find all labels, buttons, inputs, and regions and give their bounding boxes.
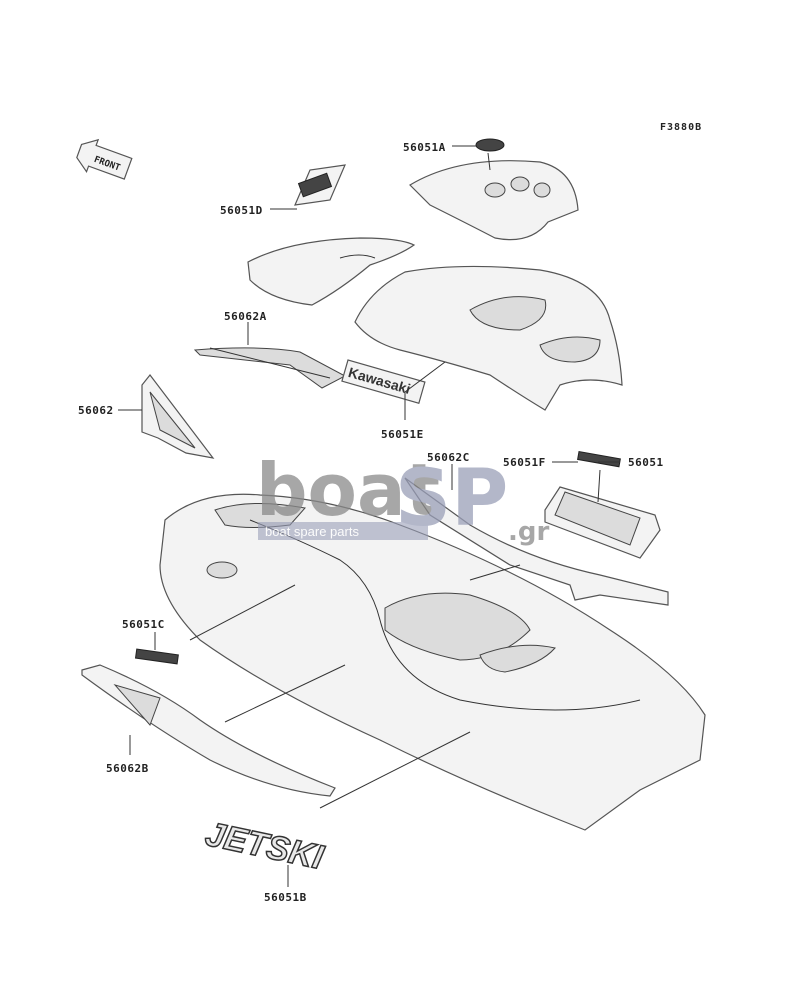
part-label-56062: 56062 bbox=[78, 404, 114, 417]
part-label-56062C: 56062C bbox=[427, 451, 470, 464]
decal-56051C-part bbox=[134, 648, 179, 665]
part-label-56051A: 56051A bbox=[403, 141, 446, 154]
part-label-56062A: 56062A bbox=[224, 310, 267, 323]
upper-deck-part bbox=[354, 265, 623, 411]
part-label-56051F: 56051F bbox=[503, 456, 546, 469]
leader-lines bbox=[118, 145, 620, 887]
part-label-56051B: 56051B bbox=[264, 891, 307, 904]
figure-code: F3880B bbox=[660, 122, 702, 133]
front-arrow-icon: FRONT bbox=[76, 138, 133, 180]
engine-cover-part bbox=[544, 486, 661, 559]
dash-cover-part bbox=[409, 138, 579, 241]
part-label-56051D: 56051D bbox=[220, 204, 263, 217]
jetski-decal-56051B: JETSKI bbox=[201, 814, 328, 878]
decal-56051A bbox=[475, 138, 505, 152]
jetski-text: JETSKI bbox=[202, 815, 328, 877]
watermark-brand-a: boat bbox=[256, 448, 440, 532]
part-label-56051C: 56051C bbox=[122, 618, 165, 631]
decal-56051F-part bbox=[577, 451, 621, 468]
decal-56051D-part bbox=[294, 164, 346, 206]
kawasaki-decal-56051E: Kawasaki bbox=[341, 359, 426, 404]
seat-part bbox=[247, 237, 416, 306]
watermark-logo: boat SP .gr boat spare parts bbox=[256, 448, 549, 547]
part-label-56051E: 56051E bbox=[381, 428, 424, 441]
watermark-suffix: .gr bbox=[508, 517, 549, 547]
watermark-tagline: boat spare parts bbox=[265, 524, 359, 539]
stripe-decal-56062A bbox=[193, 347, 347, 389]
part-label-56051: 56051 bbox=[628, 456, 664, 469]
stripe-decal-56062C bbox=[404, 477, 669, 606]
part-label-56062B: 56062B bbox=[106, 762, 149, 775]
hull-part bbox=[159, 493, 706, 831]
triangle-decal-56062 bbox=[141, 374, 215, 459]
stripe-decal-56062B bbox=[81, 664, 336, 797]
